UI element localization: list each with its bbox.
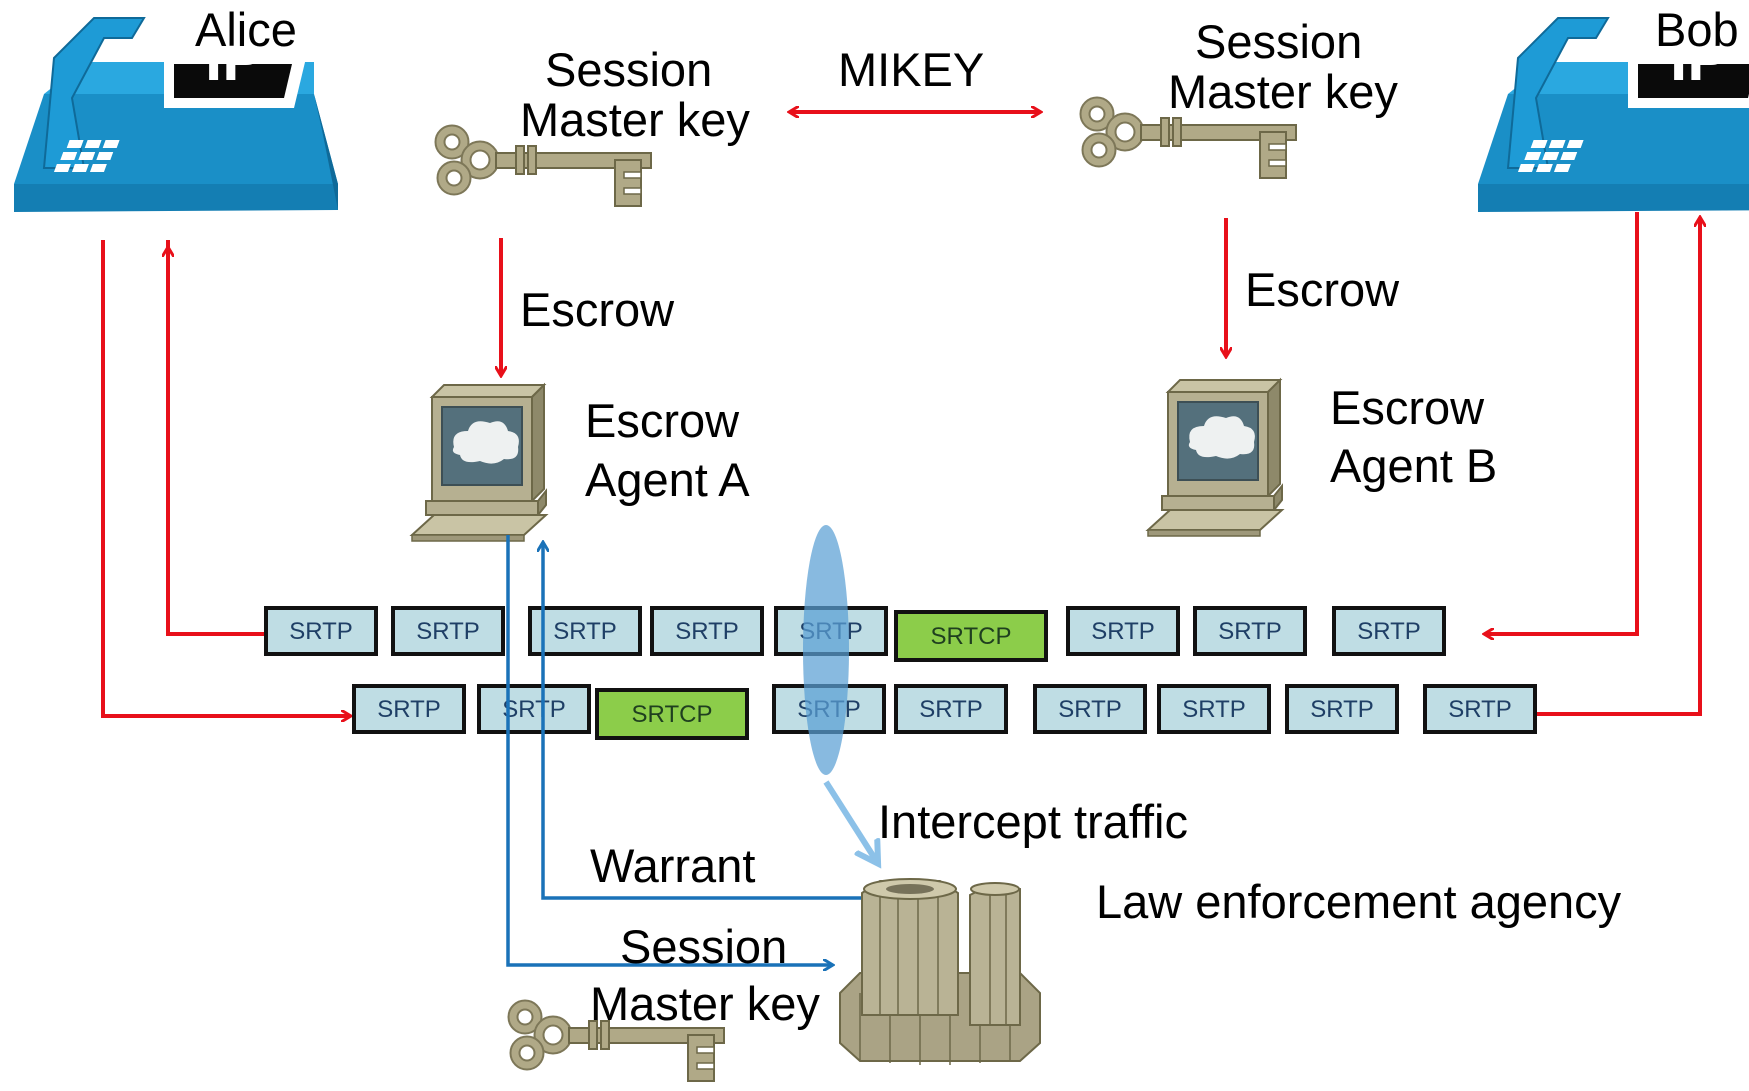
srtp-packet bbox=[1332, 606, 1446, 656]
packet-label: SRTP bbox=[1448, 696, 1512, 723]
packet-label: SRTCP bbox=[632, 701, 713, 728]
alice-send-path bbox=[101, 240, 350, 716]
packet-label: SRTP bbox=[377, 696, 441, 723]
srtp-packet bbox=[894, 684, 1008, 734]
session-key-delivery-arrow bbox=[506, 535, 832, 965]
session-key-a-line2: Master key bbox=[520, 93, 750, 146]
packet-row-bottom: SRTPSRTPSRTCPSRTPSRTPSRTPSRTPSRTPSRTP bbox=[352, 684, 1537, 740]
srtp-packet bbox=[650, 606, 764, 656]
session-key-a-line1: Session bbox=[545, 43, 712, 96]
packet-label: SRTP bbox=[919, 696, 983, 723]
srtp-packet bbox=[528, 606, 642, 656]
bob-label: Bob bbox=[1655, 3, 1739, 56]
packet-label: SRTP bbox=[1058, 696, 1122, 723]
escrow-b-label: Escrow bbox=[1245, 263, 1400, 316]
agent-b-line2: Agent B bbox=[1330, 439, 1497, 492]
lea-key-line2: Master key bbox=[590, 977, 820, 1030]
srtp-packet bbox=[391, 606, 505, 656]
alice-label: Alice bbox=[195, 3, 297, 56]
srtp-packet bbox=[1033, 684, 1147, 734]
packet-label: SRTP bbox=[1218, 618, 1282, 645]
intercept-arrow bbox=[823, 780, 877, 862]
bob-phone-ip-text: IP bbox=[1670, 25, 1729, 94]
lea-label: Law enforcement agency bbox=[1096, 875, 1622, 928]
agent-a-line1: Escrow bbox=[585, 394, 740, 447]
srtp-packet bbox=[264, 606, 378, 656]
warrant-label: Warrant bbox=[590, 839, 755, 892]
mikey-label: MIKEY bbox=[838, 43, 984, 96]
agent-a-line2: Agent A bbox=[585, 453, 750, 506]
lea-key-line1: Session bbox=[620, 920, 787, 973]
packet-label: SRTP bbox=[1091, 618, 1155, 645]
session-key-b-line2: Master key bbox=[1168, 65, 1398, 118]
packet-label: SRTP bbox=[416, 618, 480, 645]
srtp-packet bbox=[1285, 684, 1399, 734]
srtp-packet bbox=[1423, 684, 1537, 734]
agent-b-line1: Escrow bbox=[1330, 381, 1485, 434]
packet-label: SRTP bbox=[553, 618, 617, 645]
escrow-agent-a-computer-icon bbox=[411, 384, 547, 542]
bob-receive-path bbox=[1535, 218, 1700, 716]
intercept-tap bbox=[803, 525, 849, 775]
packet-label: SRTCP bbox=[931, 623, 1012, 650]
packet-label: SRTP bbox=[1357, 618, 1421, 645]
packet-label: SRTP bbox=[502, 696, 566, 723]
intercept-label: Intercept traffic bbox=[878, 795, 1188, 848]
escrow-agent-b-computer-icon bbox=[1147, 379, 1283, 537]
law-enforcement-building-icon bbox=[839, 878, 1041, 1066]
packet-label: SRTP bbox=[1182, 696, 1246, 723]
bob-send-path bbox=[1485, 212, 1639, 634]
escrow-a-label: Escrow bbox=[520, 283, 675, 336]
srtp-packet bbox=[1066, 606, 1180, 656]
packet-label: SRTP bbox=[675, 618, 739, 645]
srtp-packet bbox=[1193, 606, 1307, 656]
srtp-packet bbox=[477, 684, 591, 734]
packet-label: SRTP bbox=[289, 618, 353, 645]
alice-receive-path bbox=[166, 240, 266, 636]
srtp-packet bbox=[1157, 684, 1271, 734]
srtcp-packet bbox=[894, 610, 1048, 662]
srtp-packet bbox=[352, 684, 466, 734]
srtcp-packet bbox=[595, 688, 749, 740]
packet-label: SRTP bbox=[1310, 696, 1374, 723]
alice-phone-ip-text: IP bbox=[205, 25, 264, 94]
session-key-b-line1: Session bbox=[1195, 15, 1362, 68]
warrant-arrow bbox=[543, 543, 862, 900]
